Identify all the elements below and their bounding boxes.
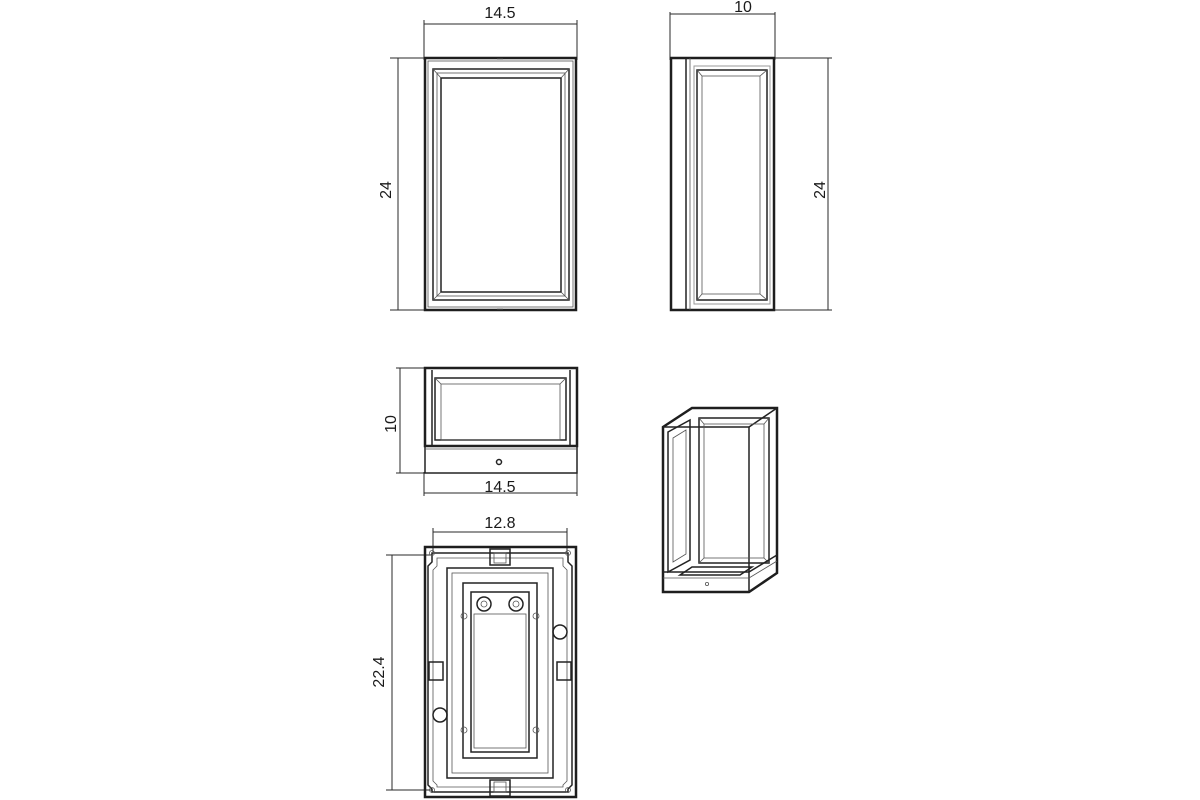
isometric-view bbox=[661, 406, 779, 594]
side-height-dimension: 24 bbox=[775, 57, 832, 311]
bottom-width-label: 14.5 bbox=[484, 479, 515, 496]
front-view: 14.5 24 bbox=[378, 5, 578, 312]
back-height-dimension: 22.4 bbox=[371, 554, 432, 791]
side-height-label: 24 bbox=[812, 181, 829, 199]
back-height-label: 22.4 bbox=[371, 656, 388, 687]
back-width-dimension: 12.8 bbox=[432, 515, 568, 552]
back-width-label: 12.8 bbox=[484, 515, 515, 532]
side-depth-label: 10 bbox=[734, 0, 752, 16]
bottom-view: 10 14.5 bbox=[383, 366, 579, 496]
bottom-depth-label: 10 bbox=[383, 415, 400, 433]
front-height-dimension: 24 bbox=[378, 57, 428, 311]
side-view: 10 24 bbox=[669, 0, 832, 312]
back-view: 12.8 22.4 bbox=[371, 515, 578, 799]
front-width-dimension: 14.5 bbox=[423, 5, 578, 60]
front-width-label: 14.5 bbox=[484, 5, 515, 22]
side-depth-dimension: 10 bbox=[669, 0, 776, 60]
front-height-label: 24 bbox=[378, 181, 395, 199]
bottom-width-dimension: 14.5 bbox=[423, 472, 578, 496]
